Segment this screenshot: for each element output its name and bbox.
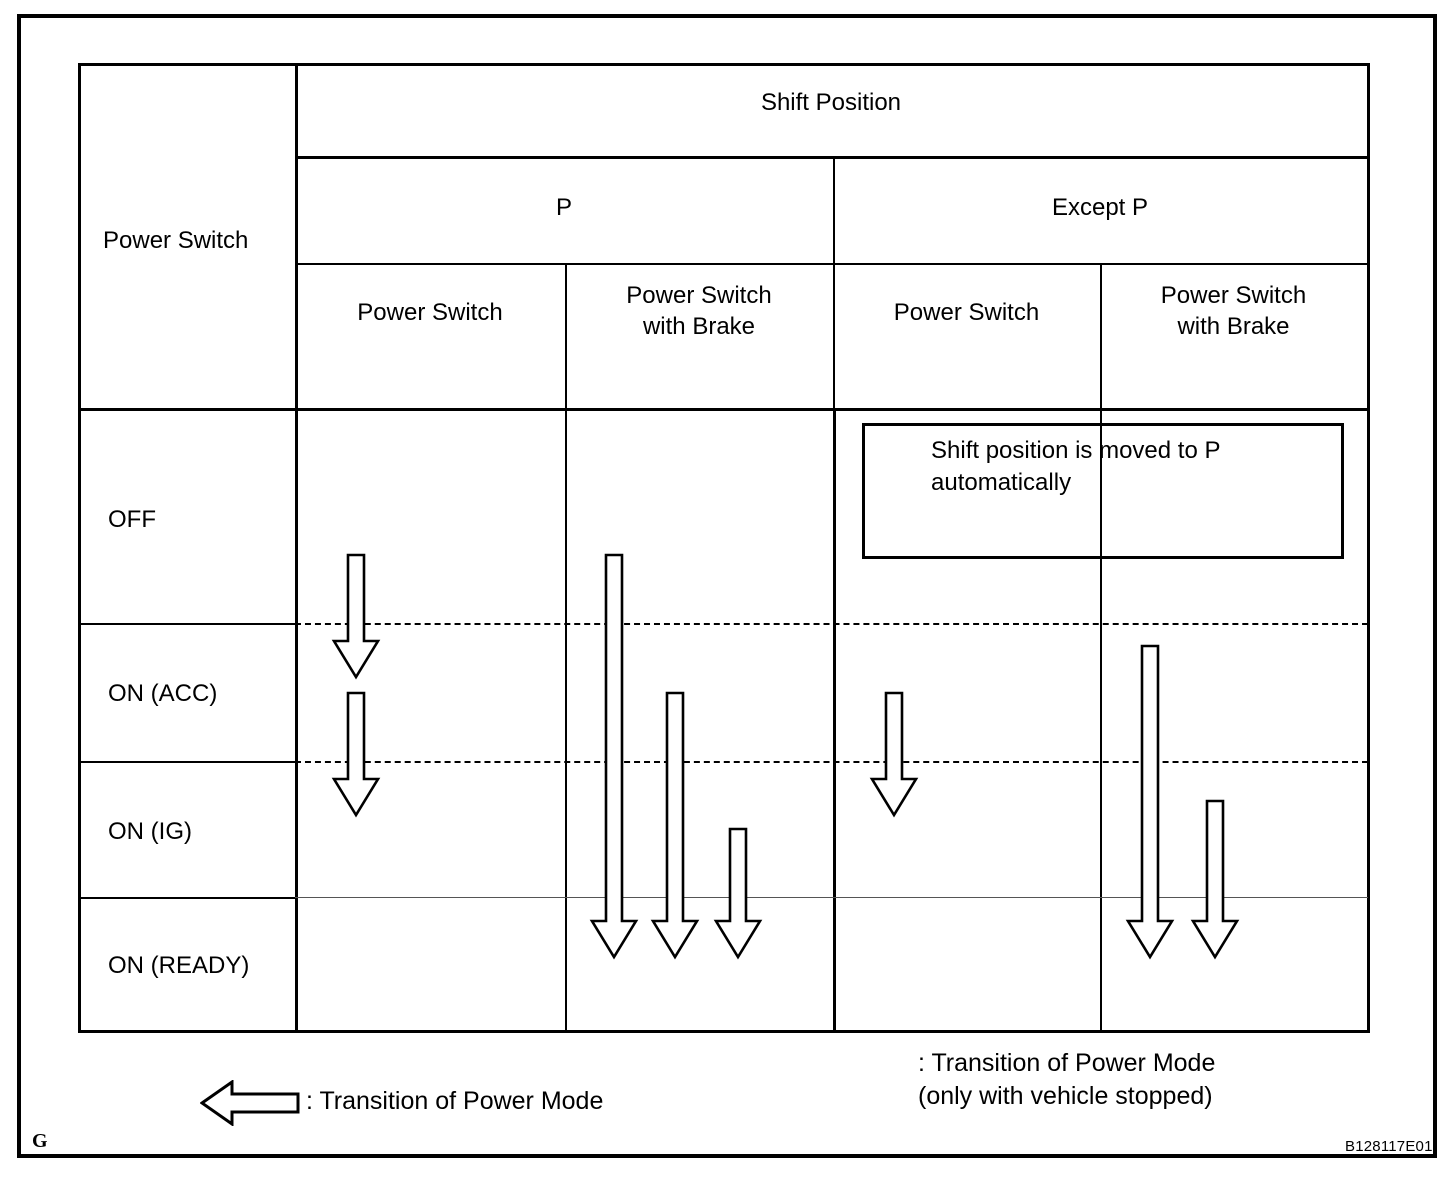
body-divider-p-exceptp	[833, 408, 836, 1033]
row-label-off: OFF	[108, 506, 156, 533]
shift-position-callout: Shift position is moved to P automatical…	[862, 423, 1344, 559]
header-group-p: P	[555, 194, 572, 221]
transition-arrow-exceptp-ps-acc-ig	[869, 691, 919, 818]
header-divider-p-sub	[565, 263, 567, 408]
header-sub-exceptp-power-switch: Power Switch	[893, 299, 1040, 326]
transition-arrow-p-psb-ig-ready	[713, 827, 763, 960]
body-divider-p-sub	[565, 408, 567, 1033]
rowlabel-rule-ig-ready	[78, 897, 297, 899]
header-rule-groups	[295, 263, 1367, 265]
transition-arrow-p-ps-acc-ig	[331, 691, 381, 818]
corner-marker-g: G	[32, 1130, 48, 1152]
legend-left-arrow-icon	[199, 1079, 300, 1131]
figure-reference-code: B128117E01	[1345, 1138, 1433, 1155]
power-mode-transition-table: Shift Position P Except P Power Switch P…	[78, 63, 1370, 1033]
page-outer-border	[17, 14, 1437, 1158]
transition-arrow-p-psb-acc-ready	[650, 691, 700, 960]
header-rule-shift-position	[295, 156, 1367, 159]
table-border-right	[1367, 63, 1370, 1033]
header-rule-bottom	[78, 408, 1370, 411]
rowlabel-rule-acc-ig	[78, 761, 297, 763]
body-rule-off-acc	[295, 623, 1368, 625]
header-group-except-p: Except P	[1051, 194, 1149, 221]
row-label-on-acc: ON (ACC)	[108, 680, 218, 707]
body-divider-rowlabel	[295, 408, 298, 1033]
transition-arrow-p-ps-off-acc	[331, 553, 381, 680]
legend-transition-vehicle-stopped: : Transition of Power Mode (only with ve…	[918, 1049, 1216, 1110]
header-sub-exceptp-power-switch-with-brake: Power Switch with Brake	[1160, 282, 1307, 340]
transition-arrow-p-psb-off-ready	[589, 553, 639, 960]
header-shift-position: Shift Position	[760, 89, 902, 116]
legend-transition-of-power-mode: : Transition of Power Mode	[306, 1087, 604, 1115]
header-row-power-switch: Power Switch	[103, 227, 249, 254]
rowlabel-rule-off-acc	[78, 623, 297, 625]
body-rule-acc-ig	[295, 761, 1368, 763]
header-divider-rowlabel	[295, 63, 298, 408]
shift-position-callout-text: Shift position is moved to P automatical…	[931, 437, 1221, 496]
header-divider-exceptp-sub	[1100, 263, 1102, 408]
row-label-on-ig: ON (IG)	[108, 818, 192, 845]
header-sub-p-power-switch-with-brake: Power Switch with Brake	[626, 282, 772, 340]
table-border-left	[78, 63, 81, 1033]
body-rule-ig-ready	[295, 897, 1368, 898]
row-label-on-ready: ON (READY)	[108, 952, 250, 979]
header-sub-p-power-switch: Power Switch	[357, 299, 503, 326]
table-border-bottom	[78, 1030, 1370, 1033]
body-divider-exceptp-sub	[1100, 408, 1102, 1033]
header-divider-p-exceptp	[833, 156, 835, 408]
transition-arrow-exceptp-psb-ig-ready	[1190, 799, 1240, 960]
table-border-top	[78, 63, 1370, 66]
transition-arrow-exceptp-psb-acc-ready	[1125, 644, 1175, 960]
